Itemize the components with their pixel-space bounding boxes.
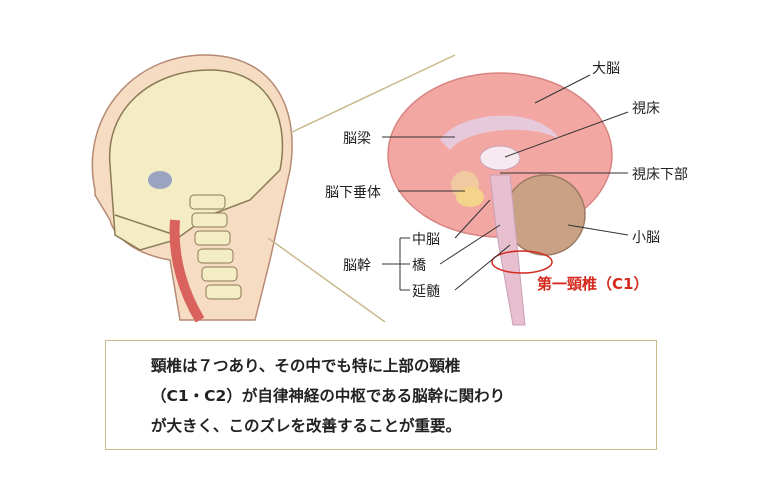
label-corpus-callosum: 脳梁 [343,131,371,147]
brain-illustration [387,72,613,326]
label-midbrain: 中脳 [412,232,440,248]
caption-line: （C1・C2）が自律神経の中枢である脳幹に関わり [151,387,506,405]
label-pons: 橋 [412,258,426,274]
head-skull-illustration [91,54,293,323]
label-cerebellum: 小脳 [632,230,660,246]
caption-line: が大きく、このズレを改善することが重要。 [151,417,462,435]
caption-box: 頸椎は７つあり、その中でも特に上部の頸椎 （C1・C2）が自律神経の中枢である脳… [105,340,657,450]
label-cerebrum: 大脳 [592,61,620,77]
label-thalamus: 視床 [632,101,660,117]
label-c1: 第一頸椎（C1） [537,275,649,293]
label-pituitary: 脳下垂体 [325,185,381,201]
label-medulla: 延髄 [412,284,440,300]
label-brainstem: 脳幹 [343,258,371,274]
caption-line: 頸椎は７つあり、その中でも特に上部の頸椎 [151,357,461,375]
label-hypothalamus: 視床下部 [632,167,688,183]
